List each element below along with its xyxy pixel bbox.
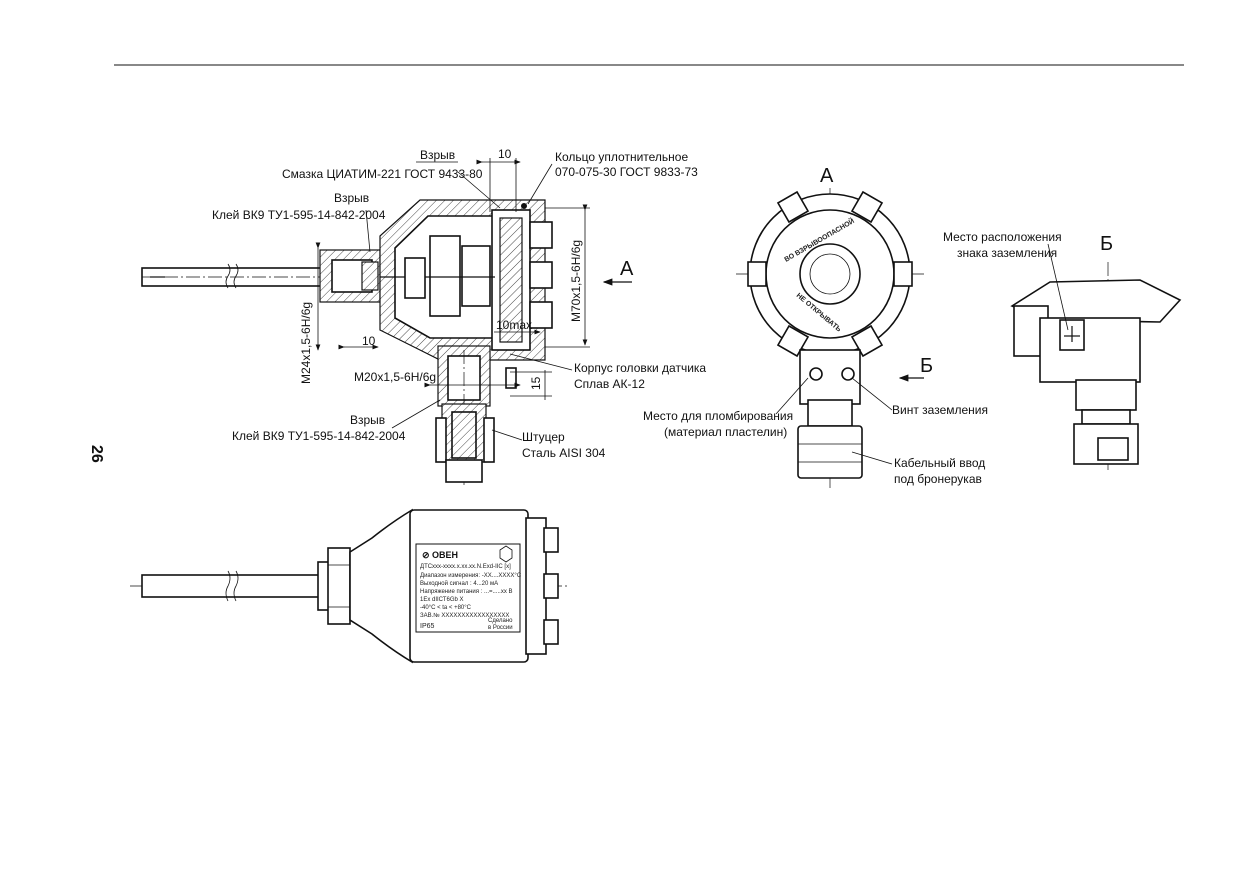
label-cable-2: под бронерукав <box>894 472 982 486</box>
nameplate-ip: IP65 <box>420 623 435 630</box>
label-ground-1: Место расположения <box>943 230 1062 244</box>
label-seal-2: (материал пластелин) <box>664 425 787 439</box>
nameplate-made-1: Сделано <box>488 618 513 624</box>
view-arrow-a: А <box>620 258 634 280</box>
dim-m20: M20x1,5-6H/6g <box>354 370 436 384</box>
dim-m24: M24x1,5-6H/6g <box>299 302 313 384</box>
nameplate-line-5: 1Ex dIIСТ6Gb X <box>420 597 464 603</box>
nameplate-line-3: Выходной сигнал : 4...20 мА <box>420 580 498 587</box>
nameplate-line-4: Напряжение питания : ...=.....хх В <box>420 589 513 595</box>
dim-m70: M70x1,5-6H/6g <box>569 240 583 322</box>
label-ring-2: 070-075-30 ГОСТ 9833-73 <box>555 165 698 179</box>
nameplate-frame <box>415 543 521 633</box>
label-grease: Смазка ЦИАТИМ-221 ГОСТ 9433-80 <box>282 167 483 181</box>
view-arrow-b: Б <box>920 355 933 377</box>
label-housing-1: Корпус головки датчика <box>574 361 706 375</box>
nameplate-line-6: -40°С < ta < +80°С <box>420 605 472 611</box>
label-fitting-1: Штуцер <box>522 430 565 444</box>
nameplate-line-7: ЗАВ.№ ХХХХХХХХХХХХХХХХХ <box>420 612 509 619</box>
label-seal-1: Место для пломбирования <box>643 409 793 423</box>
nameplate-logo: ⊘ ОВЕН <box>422 550 458 560</box>
dim-15: 15 <box>529 376 543 390</box>
label-glue-1: Клей ВК9 ТУ1-595-14-842-2004 <box>212 208 386 222</box>
dim-10-bottom: 10 <box>362 334 376 348</box>
view-b <box>1010 243 1182 470</box>
view-b-title: Б <box>1100 233 1113 255</box>
label-fitting-2: Сталь AISI 304 <box>522 446 606 460</box>
label-cable-1: Кабельный ввод <box>894 456 985 470</box>
label-glue-2: Клей ВК9 ТУ1-595-14-842-2004 <box>232 429 406 443</box>
nameplate-line-2: Диапазон измерения: -XX....XXXX°С <box>420 573 522 579</box>
label-ground-2: знака заземления <box>957 246 1057 260</box>
label-ring-1: Кольцо уплотнительное <box>555 150 688 164</box>
label-screw: Винт заземления <box>892 403 988 417</box>
label-housing-2: Сплав АК-12 <box>574 377 645 391</box>
dim-10max: 10max <box>496 318 532 332</box>
dim-10-top: 10 <box>498 147 512 161</box>
cable-entry <box>797 425 863 479</box>
view-a-title: А <box>820 165 834 187</box>
label-explosion-2: Взрыв <box>334 191 369 205</box>
view-a <box>736 188 924 490</box>
side-probe-rod <box>141 574 323 598</box>
label-explosion-3: Взрыв <box>350 413 385 427</box>
side-view: ⊘ ОВЕН <box>130 508 570 664</box>
label-explosion-1: Взрыв <box>420 148 455 162</box>
nameplate-made-2: в России <box>488 625 513 631</box>
section-view <box>141 158 632 485</box>
page-number: 26 <box>88 445 105 463</box>
nameplate-line-1: ДТСххх-хххх.х.хх.хх.N.Exd-IIC [x] <box>420 564 511 570</box>
